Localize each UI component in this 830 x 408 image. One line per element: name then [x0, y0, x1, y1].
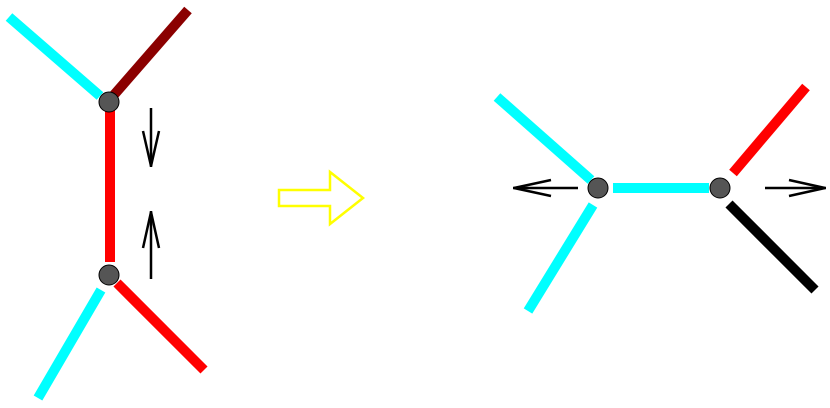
bottom-vertex-node [98, 264, 120, 286]
top-right-dark-red-edge [109, 6, 192, 100]
before-panel [5, 6, 208, 401]
left-arrow [513, 178, 578, 198]
top-left-cyan-edge [5, 13, 104, 100]
lower-left-cyan-edge [523, 202, 598, 314]
top-vertex-node [98, 91, 120, 113]
upper-right-red-edge [729, 83, 810, 177]
bottom-right-red-edge [113, 279, 208, 374]
bottom-left-cyan-edge [33, 287, 106, 401]
after-panel [493, 83, 826, 314]
up-arrow [141, 211, 161, 279]
right-hollow-arrow-icon [277, 169, 366, 227]
right-arrow [765, 178, 826, 198]
right-vertex-node [709, 177, 731, 199]
left-vertex-node [587, 177, 609, 199]
upper-left-cyan-edge [493, 93, 595, 184]
down-arrow [141, 108, 161, 167]
lower-right-black-edge [725, 200, 819, 294]
